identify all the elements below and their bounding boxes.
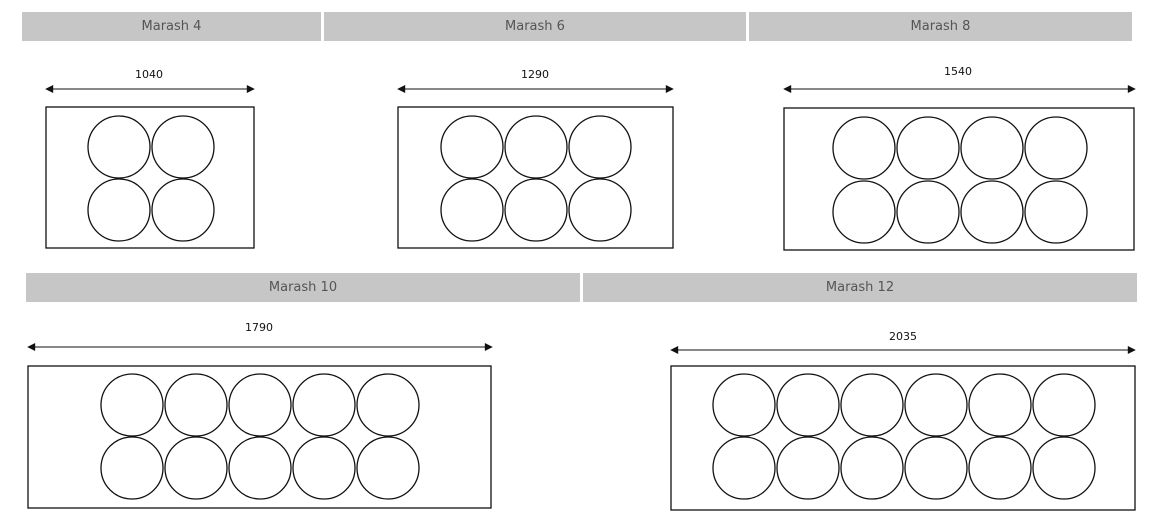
seat-circle [440, 178, 504, 242]
seat-circle [504, 178, 568, 242]
seat-circle [356, 436, 420, 500]
seat-circle [100, 373, 164, 437]
header-label: Marash 8 [910, 19, 971, 34]
seat-circle [164, 436, 228, 500]
seat-circle [1032, 436, 1096, 500]
seat-circle [87, 115, 151, 179]
seat-circle [568, 178, 632, 242]
seat-circle [151, 115, 215, 179]
seat-circle [356, 373, 420, 437]
seat-circle [1024, 116, 1088, 180]
dimension-label-marash-10: 1790 [245, 321, 273, 334]
seat-circle [840, 436, 904, 500]
header-label: Marash 6 [505, 19, 565, 34]
seat-circle [440, 115, 504, 179]
header-marash-8: Marash 8 [749, 12, 1132, 41]
seat-circle [776, 373, 840, 437]
seat-circle [832, 180, 896, 244]
seat-circle [968, 373, 1032, 437]
seat-circle [712, 436, 776, 500]
frame-marash-4 [45, 106, 255, 249]
seat-circles [87, 115, 1096, 500]
dimension-label-marash-8: 1540 [944, 65, 972, 78]
seat-circle [896, 116, 960, 180]
seat-circle [1032, 373, 1096, 437]
header-marash-12: Marash 12 [583, 273, 1137, 302]
dimension-label-marash-6: 1290 [521, 68, 549, 81]
header-marash-10: Marash 10 [26, 273, 580, 302]
header-marash-6: Marash 6 [324, 12, 746, 41]
seat-circle [904, 436, 968, 500]
frame-marash-6 [397, 106, 674, 249]
seat-circle [896, 180, 960, 244]
seat-circle [776, 436, 840, 500]
header-label: Marash 12 [825, 280, 895, 295]
seat-circle [568, 115, 632, 179]
dimension-label-marash-4: 1040 [135, 68, 163, 81]
dimension-label-marash-12: 2035 [889, 330, 917, 343]
seat-circle [100, 436, 164, 500]
seat-circle [292, 436, 356, 500]
seat-circle [712, 373, 776, 437]
seat-circle [840, 373, 904, 437]
header-label: Marash 4 [141, 19, 202, 34]
seat-circle [151, 178, 215, 242]
seat-circle [504, 115, 568, 179]
header-label: Marash 10 [268, 280, 338, 295]
seat-circle [968, 436, 1032, 500]
seat-circle [228, 436, 292, 500]
seat-circle [164, 373, 228, 437]
frame-marash-12 [670, 365, 1136, 511]
seat-circle [832, 116, 896, 180]
frame-marash-10 [27, 365, 492, 509]
seat-circle [292, 373, 356, 437]
seat-circle [1024, 180, 1088, 244]
seat-circle [904, 373, 968, 437]
seat-circle [960, 116, 1024, 180]
frame-marash-8 [783, 107, 1135, 251]
seat-circle [228, 373, 292, 437]
header-marash-4: Marash 4 [22, 12, 321, 41]
seat-circle [87, 178, 151, 242]
seat-circle [960, 180, 1024, 244]
